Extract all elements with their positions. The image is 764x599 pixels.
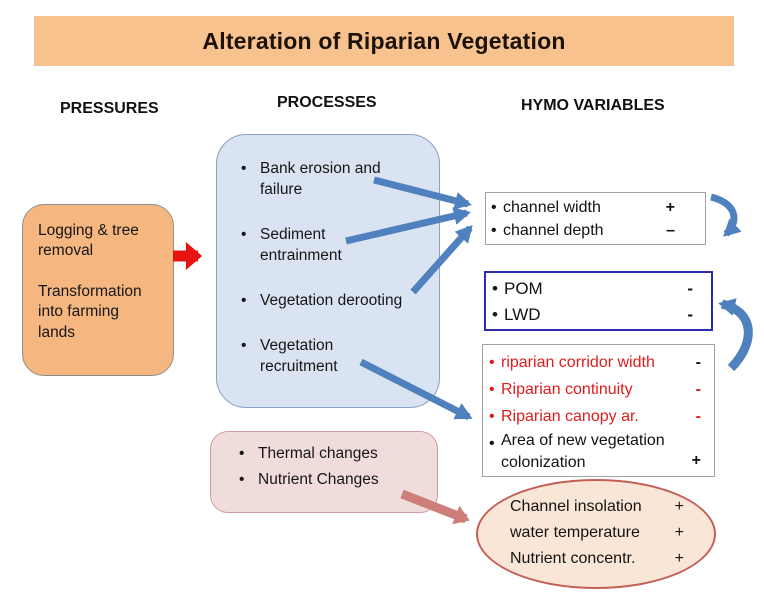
variable-sign: - xyxy=(695,408,701,425)
variable-sign: + xyxy=(674,524,684,541)
variable-sign: - xyxy=(687,305,693,324)
pressure-line: into farming xyxy=(38,303,119,321)
process-thermal-changes: Thermal changes xyxy=(239,445,429,463)
variable-row-riparian-canopy: Riparian canopy ar. - xyxy=(489,403,701,430)
pressure-transformation: Transformation into farming lands xyxy=(38,282,165,342)
variable-label: Channel insolation xyxy=(510,498,642,515)
column-header-hymo-variables: HYMO VARIABLES xyxy=(521,97,665,114)
variable-row-riparian-corridor-width: riparian corridor width - xyxy=(489,349,701,376)
process-line: recruitment xyxy=(260,358,338,375)
riparian-variables-box: riparian corridor width - Riparian conti… xyxy=(482,344,715,477)
variable-label-line: colonization xyxy=(501,454,586,471)
variable-row-water-temperature: water temperature + xyxy=(510,520,684,546)
variable-sign: - xyxy=(695,381,701,398)
secondary-processes-box: Thermal changes Nutrient Changes xyxy=(210,431,438,513)
variable-row-lwd: LWD - xyxy=(492,302,693,328)
variable-sign: + xyxy=(674,498,684,515)
variable-sign: - xyxy=(687,279,693,298)
pressure-line: Transformation xyxy=(38,283,142,301)
column-header-pressures: PRESSURES xyxy=(60,100,159,117)
variable-row-channel-width: channel width + xyxy=(491,196,675,219)
variable-label: channel width xyxy=(491,196,601,219)
processes-box: Bank erosion and failure Sediment entrai… xyxy=(216,134,440,408)
variable-label: Riparian canopy ar. xyxy=(489,403,639,430)
variable-sign: + xyxy=(674,550,684,567)
variable-sign: – xyxy=(666,222,675,239)
variable-label: Area of new vegetation colonization xyxy=(489,430,665,474)
outcome-ellipse: Channel insolation + water temperature +… xyxy=(476,479,716,589)
pressure-line: lands xyxy=(38,323,76,341)
variable-sign: + xyxy=(691,452,701,469)
channel-variables-box: channel width + channel depth – xyxy=(485,192,706,245)
variable-row-pom: POM - xyxy=(492,276,693,302)
process-line: Vegetation xyxy=(260,337,334,354)
pressure-line: Logging & tree xyxy=(38,222,139,239)
variable-sign: - xyxy=(695,354,701,371)
curved-arrow-channel-feedback xyxy=(709,193,742,237)
process-line: entrainment xyxy=(260,247,342,264)
process-vegetation-recruitment: Vegetation recruitment xyxy=(241,335,429,377)
pressure-line: removal xyxy=(38,242,94,260)
variable-label: riparian corridor width xyxy=(489,349,655,376)
process-vegetation-derooting: Vegetation derooting xyxy=(241,290,429,311)
pom-lwd-variables-box: POM - LWD - xyxy=(484,271,713,331)
process-nutrient-changes: Nutrient Changes xyxy=(239,471,429,489)
variable-label: Riparian continuity xyxy=(489,376,633,403)
variable-label: LWD xyxy=(492,302,541,328)
variable-sign: + xyxy=(665,199,675,216)
process-bank-erosion: Bank erosion and failure xyxy=(241,158,429,200)
variable-row-riparian-continuity: Riparian continuity - xyxy=(489,376,701,403)
process-sediment-entrainment: Sediment entrainment xyxy=(241,224,429,266)
process-line: Sediment xyxy=(260,226,326,243)
page-title: Alteration of Riparian Vegetation xyxy=(202,27,566,54)
variable-label: POM xyxy=(492,276,543,302)
column-header-processes: PROCESSES xyxy=(277,94,377,111)
variable-label: water temperature xyxy=(510,524,640,541)
variable-label-line: Area of new vegetation xyxy=(501,432,665,449)
variable-row-channel-insolation: Channel insolation + xyxy=(510,494,684,520)
process-line: Bank erosion and xyxy=(260,160,381,177)
variable-row-new-vegetation: Area of new vegetation colonization + xyxy=(489,430,701,474)
pressures-box: Logging & tree removal Transformation in… xyxy=(22,204,174,376)
variable-label: channel depth xyxy=(491,219,604,242)
pressure-logging: Logging & tree removal xyxy=(38,221,165,261)
variable-row-nutrient-concentration: Nutrient concentr. + xyxy=(510,546,684,572)
curved-arrow-riparian-to-pom xyxy=(718,298,753,372)
variable-label: Nutrient concentr. xyxy=(510,550,636,567)
process-line: failure xyxy=(260,181,303,198)
variable-row-channel-depth: channel depth – xyxy=(491,219,675,242)
title-bar: Alteration of Riparian Vegetation xyxy=(34,16,734,66)
process-line: Vegetation derooting xyxy=(260,292,403,309)
